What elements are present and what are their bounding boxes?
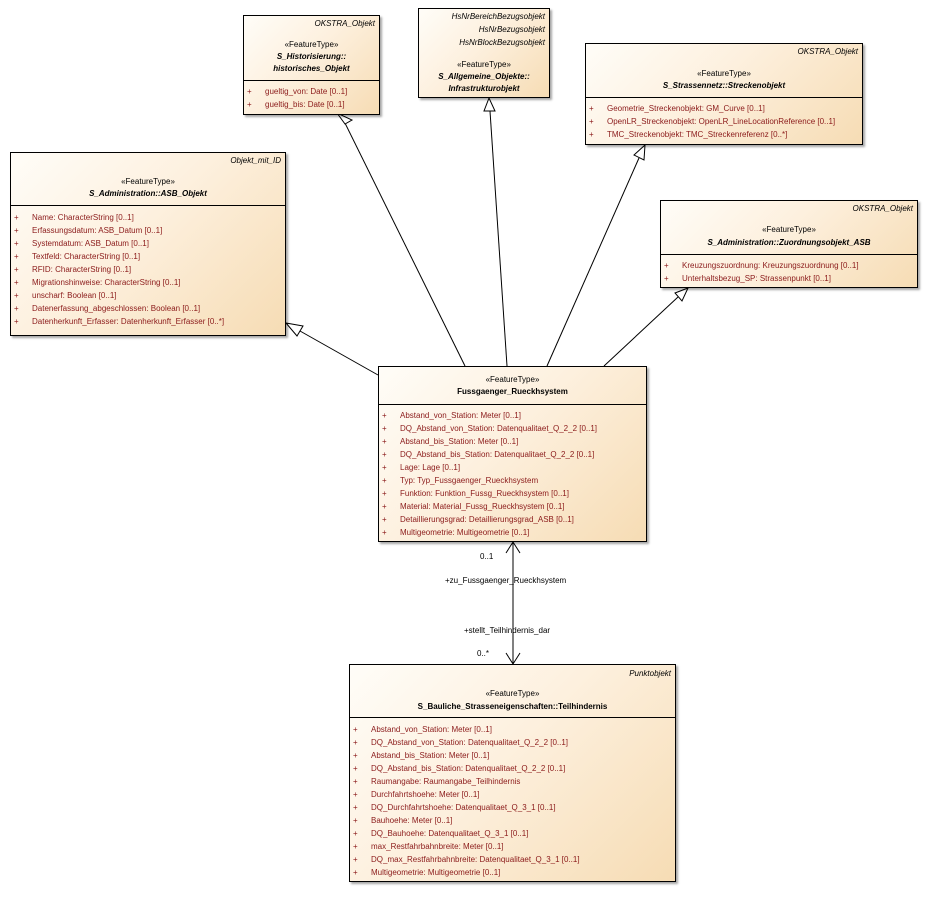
attribute-row[interactable]: +DQ_Bauhoehe: Datenqualitaet_Q_3_1 [0..1… [353, 829, 529, 838]
attribute-list: +Geometrie_Streckenobjekt: GM_Curve [0..… [586, 98, 862, 141]
association-arrow-up [505, 541, 521, 554]
attribute-row[interactable]: +Kreuzungszuordnung: Kreuzungszuordnung … [664, 261, 859, 270]
generalization-infrastruktur [489, 110, 508, 367]
upper-role-label: +zu_Fussgaenger_Rueckhsystem [445, 576, 567, 585]
attribute-row[interactable]: +gueltig_von: Date [0..1] [247, 87, 348, 96]
generalization-asb-objekt [299, 330, 379, 376]
class-header: Objekt_mit_ID «FeatureType» S_Administra… [11, 153, 285, 206]
attribute-row[interactable]: +Unterhaltsbezug_SP: Strassenpunkt [0..1… [664, 274, 831, 283]
class-header: OKSTRA_Objekt «FeatureType» S_Strassenne… [586, 44, 862, 98]
attribute-row[interactable]: +unscharf: Boolean [0..1] [14, 291, 117, 300]
attribute-row[interactable]: +Erfassungsdatum: ASB_Datum [0..1] [14, 226, 163, 235]
class-name: S_Administration::Zuordnungsobjekt_ASB [707, 238, 871, 247]
class-header: «FeatureType» Fussgaenger_Rueckhsystem [379, 367, 646, 405]
attribute-row[interactable]: +RFID: CharacterString [0..1] [14, 265, 132, 274]
parent-class-label: HsNrBlockBezugsobjekt [459, 38, 545, 47]
class-header: OKSTRA_Objekt «FeatureType» S_Administra… [661, 201, 917, 255]
parent-class-label: HsNrBereichBezugsobjekt [451, 12, 545, 21]
attribute-row[interactable]: +Textfeld: CharacterString [0..1] [14, 252, 141, 261]
attribute-list: +Kreuzungszuordnung: Kreuzungszuordnung … [661, 255, 917, 285]
attribute-row[interactable]: +Datenerfassung_abgeschlossen: Boolean [… [14, 304, 201, 313]
attribute-row[interactable]: +Geometrie_Streckenobjekt: GM_Curve [0..… [589, 104, 765, 113]
stereotype-label: «FeatureType» [457, 60, 511, 69]
lower-multiplicity-label: 0..* [477, 649, 490, 658]
parent-class-label: HsNrBezugsobjekt [478, 25, 545, 34]
parent-class-label: Objekt_mit_ID [230, 156, 281, 165]
attribute-row[interactable]: +DQ_Durchfahrtshoehe: Datenqualitaet_Q_3… [353, 803, 556, 812]
inheritance-arrowhead [633, 143, 646, 161]
attribute-row[interactable]: +Name: CharacterString [0..1] [14, 213, 134, 222]
attribute-row[interactable]: +DQ_Abstand_bis_Station: Datenqualitaet_… [353, 764, 566, 773]
attribute-list: +Abstand_von_Station: Meter [0..1] +DQ_A… [350, 718, 675, 879]
class-name: S_Allgemeine_Objekte:: [438, 72, 530, 81]
parent-class-label: OKSTRA_Objekt [797, 47, 858, 56]
attribute-row[interactable]: +Datenherkunft_Erfasser: Datenherkunft_E… [14, 317, 225, 326]
generalization-zuordnungsobjekt [603, 296, 679, 367]
attribute-row[interactable]: +TMC_Streckenobjekt: TMC_Streckenreferen… [589, 130, 788, 139]
inheritance-arrowhead [284, 322, 304, 337]
class-name: Infrastrukturobjekt [448, 84, 520, 93]
stereotype-label: «FeatureType» [485, 375, 540, 384]
attribute-row[interactable]: +Abstand_bis_Station: Meter [0..1] [353, 751, 490, 760]
class-name: Fussgaenger_Rueckhsystem [457, 387, 568, 396]
attribute-row[interactable]: +gueltig_bis: Date [0..1] [247, 100, 345, 109]
class-asb-objekt[interactable]: Objekt_mit_ID «FeatureType» S_Administra… [10, 152, 286, 336]
parent-class-label: OKSTRA_Objekt [314, 19, 375, 28]
stereotype-label: «FeatureType» [697, 69, 751, 78]
class-name: S_Administration::ASB_Objekt [89, 189, 207, 198]
attribute-row[interactable]: +Migrationshinweise: CharacterString [0.… [14, 278, 181, 287]
class-name: S_Historisierung:: [276, 52, 347, 61]
inheritance-arrowhead [335, 111, 354, 125]
class-teilhindernis[interactable]: Punktobjekt «FeatureType» S_Bauliche_Str… [349, 664, 676, 882]
attribute-row[interactable]: +Detaillierungsgrad: Detaillierungsgrad_… [382, 515, 574, 524]
attribute-row[interactable]: +Bauhoehe: Meter [0..1] [353, 816, 453, 825]
class-historisches-objekt[interactable]: OKSTRA_Objekt «FeatureType» S_Historisie… [243, 15, 380, 115]
attribute-row[interactable]: +DQ_max_Restfahrbahnbreite: Datenqualita… [353, 855, 580, 864]
attribute-row[interactable]: +Funktion: Funktion_Fussg_Rueckhsystem [… [382, 489, 569, 498]
attribute-row[interactable]: +max_Restfahrbahnbreite: Meter [0..1] [353, 842, 504, 851]
attribute-row[interactable]: +Material: Material_Fussg_Rueckhsystem [… [382, 502, 565, 511]
inheritance-arrowhead [483, 96, 496, 112]
attribute-row[interactable]: +DQ_Abstand_von_Station: Datenqualitaet_… [353, 738, 569, 747]
class-header: HsNrBereichBezugsobjekt HsNrBezugsobjekt… [419, 9, 549, 97]
class-infrastrukturobjekt[interactable]: HsNrBereichBezugsobjekt HsNrBezugsobjekt… [418, 8, 550, 98]
attribute-row[interactable]: +OpenLR_Streckenobjekt: OpenLR_LineLocat… [589, 117, 836, 126]
class-streckenobjekt[interactable]: OKSTRA_Objekt «FeatureType» S_Strassenne… [585, 43, 863, 145]
generalization-historisierung [341, 116, 466, 367]
stereotype-label: «FeatureType» [121, 177, 175, 186]
attribute-row[interactable]: +Abstand_von_Station: Meter [0..1] [382, 411, 521, 420]
class-zuordnungsobjekt-asb[interactable]: OKSTRA_Objekt «FeatureType» S_Administra… [660, 200, 918, 288]
upper-multiplicity-label: 0..1 [480, 552, 494, 561]
attribute-row[interactable]: +Multigeometrie: Multigeometrie [0..1] [353, 868, 501, 877]
class-name: S_Strassennetz::Streckenobjekt [662, 81, 786, 90]
attribute-row[interactable]: +Systemdatum: ASB_Datum [0..1] [14, 239, 149, 248]
stereotype-label: «FeatureType» [485, 689, 540, 698]
class-header: OKSTRA_Objekt «FeatureType» S_Historisie… [244, 16, 379, 81]
attribute-row[interactable]: +Raumangabe: Raumangabe_Teilhindernis [353, 777, 521, 786]
attribute-row[interactable]: +Lage: Lage [0..1] [382, 463, 461, 472]
parent-class-label: Punktobjekt [629, 669, 671, 678]
attribute-row[interactable]: +Durchfahrtshoehe: Meter [0..1] [353, 790, 480, 799]
attribute-row[interactable]: +DQ_Abstand_von_Station: Datenqualitaet_… [382, 424, 598, 433]
attribute-row[interactable]: +DQ_Abstand_bis_Station: Datenqualitaet_… [382, 450, 595, 459]
attribute-list: +Name: CharacterString [0..1] +Erfassung… [11, 206, 285, 328]
attribute-row[interactable]: +Abstand_bis_Station: Meter [0..1] [382, 437, 519, 446]
attribute-list: +gueltig_von: Date [0..1] +gueltig_bis: … [244, 81, 379, 111]
attribute-row[interactable]: +Typ: Typ_Fussgaenger_Rueckhsystem [382, 476, 539, 485]
class-name: S_Bauliche_Strasseneigenschaften::Teilhi… [417, 702, 608, 711]
generalization-streckenobjekt [546, 157, 640, 367]
class-fussgaenger-rueckhsystem[interactable]: «FeatureType» Fussgaenger_Rueckhsystem +… [378, 366, 647, 542]
stereotype-label: «FeatureType» [284, 40, 339, 49]
attribute-list: +Abstand_von_Station: Meter [0..1] +DQ_A… [379, 405, 646, 539]
inheritance-arrowhead [674, 287, 689, 302]
class-name: historisches_Objekt [273, 64, 350, 73]
lower-role-label: +stellt_Teilhindernis_dar [464, 626, 551, 635]
attribute-row[interactable]: +Multigeometrie: Multigeometrie [0..1] [382, 528, 530, 537]
class-header: Punktobjekt «FeatureType» S_Bauliche_Str… [350, 665, 675, 718]
attribute-row[interactable]: +Abstand_von_Station: Meter [0..1] [353, 725, 492, 734]
stereotype-label: «FeatureType» [762, 225, 816, 234]
parent-class-label: OKSTRA_Objekt [852, 204, 913, 213]
